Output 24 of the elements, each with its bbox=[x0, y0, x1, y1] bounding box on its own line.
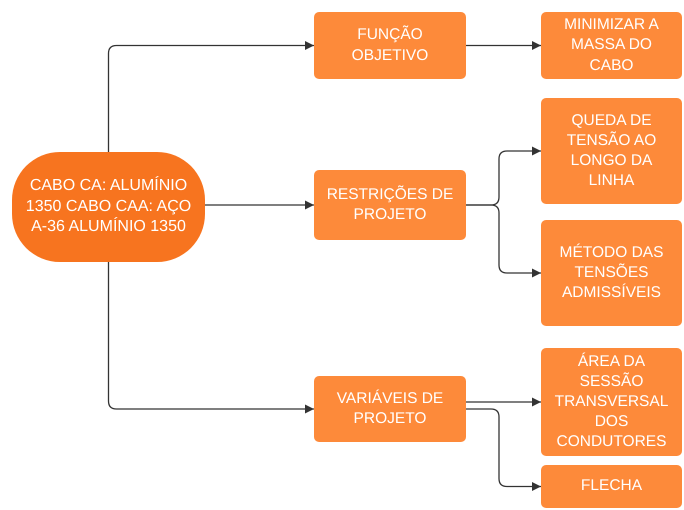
node-label: FUNÇÃO OBJETIVO bbox=[350, 25, 430, 66]
node-label: QUEDA DE TENSÃO AO LONGO DA LINHA bbox=[566, 110, 658, 192]
connector-arrow bbox=[108, 41, 314, 152]
node-label: CABO CA: ALUMÍNIO 1350 CABO CAA: AÇO A-36 ALUMÍNIO 1350 bbox=[24, 176, 192, 238]
node-label: MÉTODO DAS TENSÕES ADMISSÍVEIS bbox=[558, 242, 664, 304]
process-box bbox=[541, 465, 682, 508]
connector-arrow bbox=[108, 262, 314, 414]
process-box bbox=[314, 376, 466, 442]
node-label: ÁREA DA SESSÃO TRANSVERSAL DOS CONDUTORES bbox=[554, 352, 670, 452]
process-box bbox=[541, 12, 682, 79]
process-box bbox=[314, 170, 466, 240]
connector-arrow bbox=[466, 398, 541, 406]
process-box bbox=[314, 12, 466, 79]
connector-arrow bbox=[466, 41, 541, 50]
node-label: VARIÁVEIS DE PROJETO bbox=[336, 388, 444, 429]
node-label: MINIMIZAR A MASSA DO CABO bbox=[563, 15, 660, 76]
connector-arrow bbox=[466, 204, 541, 278]
process-box bbox=[541, 98, 682, 204]
node-label: FLECHA bbox=[580, 476, 642, 496]
node-label: RESTRIÇÕES DE PROJETO bbox=[326, 184, 454, 225]
process-box bbox=[541, 348, 682, 456]
connector-arrow bbox=[466, 408, 541, 491]
connector-arrow bbox=[205, 200, 314, 210]
process-box bbox=[541, 220, 682, 326]
